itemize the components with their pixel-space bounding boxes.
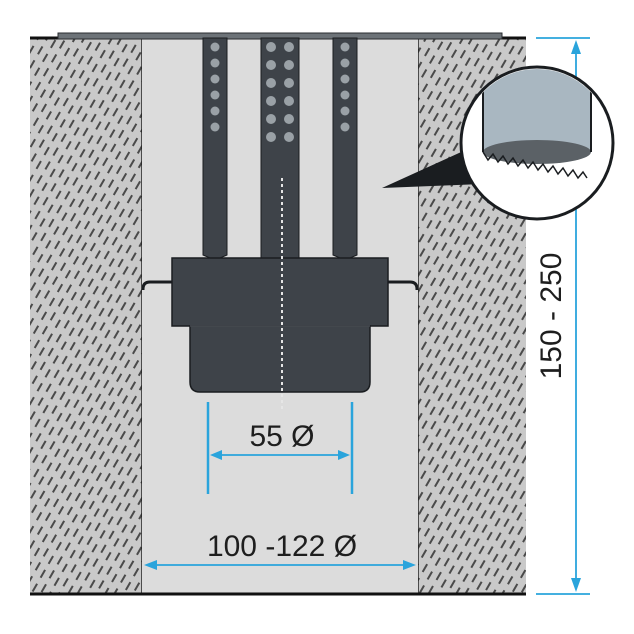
clamp-wire-left bbox=[141, 280, 172, 290]
inner-diameter-label: 55 Ø bbox=[249, 420, 314, 453]
clamp-wire-right bbox=[388, 280, 419, 290]
inner-diameter-dimension bbox=[206, 402, 354, 494]
hole-diameter-label: 100 -122 Ø bbox=[207, 530, 357, 563]
hole-diameter-dimension bbox=[144, 560, 416, 570]
depth-range-label: 150 - 250 bbox=[535, 253, 568, 380]
wall-left bbox=[30, 38, 143, 594]
housing-body bbox=[171, 257, 389, 393]
fixing-strips bbox=[202, 37, 358, 259]
hole-saw-detail-icon bbox=[382, 65, 615, 221]
